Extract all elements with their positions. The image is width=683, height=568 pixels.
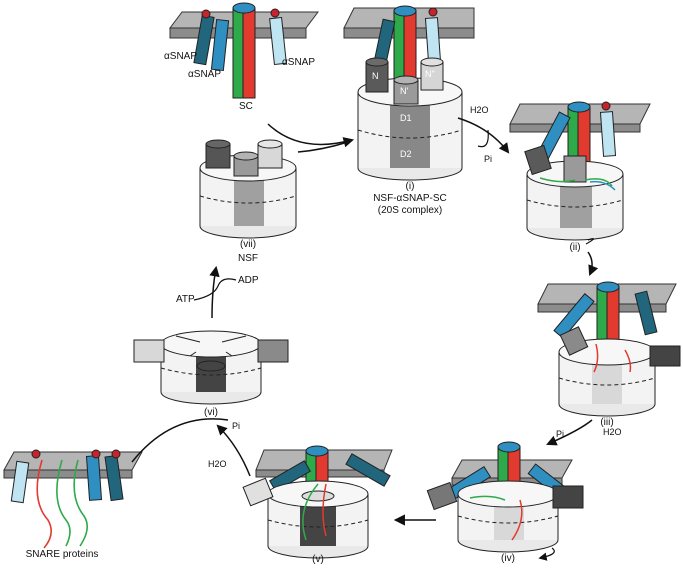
stage-vi bbox=[133, 330, 289, 405]
free-snare-proteins bbox=[3, 449, 143, 549]
stage-vi-label: (vi) bbox=[204, 407, 218, 418]
stage-vii-nsf bbox=[199, 139, 297, 239]
stage-v bbox=[242, 445, 393, 559]
pi-label-i: Pi bbox=[484, 154, 493, 164]
n-dprime-domain-label: N'' bbox=[425, 69, 435, 79]
snap-label-left: αSNAP bbox=[164, 51, 198, 62]
snap-label-middle: αSNAP bbox=[188, 69, 222, 80]
stage-i-label: (i) bbox=[405, 181, 415, 192]
arrow-to-i-from-sc bbox=[267, 123, 355, 148]
h2o-label-iv: H2O bbox=[603, 427, 622, 437]
snap-helix-light bbox=[269, 16, 287, 66]
h2o-label-i: H2O bbox=[470, 105, 489, 115]
stage-i-20s-complex bbox=[343, 5, 475, 181]
complex-name: NSF-αSNAP-SC bbox=[373, 193, 447, 204]
adp-label: ADP bbox=[238, 275, 259, 286]
arrow-vi-to-vii bbox=[209, 265, 220, 319]
nsf-label: NSF bbox=[238, 253, 258, 264]
stage-iv bbox=[426, 441, 584, 553]
stage-iii bbox=[537, 281, 681, 417]
stage-vii-label: (vii) bbox=[239, 239, 257, 250]
snap-helix-blue bbox=[210, 18, 230, 72]
arrow-snares-release bbox=[131, 418, 229, 463]
pi-label-iv: Pi bbox=[556, 429, 565, 439]
membrane-anchor bbox=[201, 9, 211, 19]
h2o-label-vi: H2O bbox=[208, 459, 227, 469]
snare-helix-green bbox=[232, 7, 244, 99]
snare-proteins-label: SNARE proteins bbox=[25, 549, 99, 560]
stage-ii-label: (ii) bbox=[569, 242, 581, 253]
d1-domain-label: D1 bbox=[400, 113, 412, 123]
d2-domain-label: D2 bbox=[400, 149, 412, 159]
stage-ii bbox=[509, 101, 651, 241]
pi-label-vi: Pi bbox=[232, 421, 241, 431]
membrane-anchor bbox=[270, 8, 280, 18]
n-domain-label: N bbox=[372, 71, 379, 81]
cycle-arrows bbox=[131, 117, 599, 561]
snare-helix-red bbox=[242, 7, 256, 99]
sc-label: SC bbox=[239, 101, 253, 112]
arrow-iii-to-iv bbox=[546, 419, 593, 446]
arrow-v-to-vi bbox=[216, 424, 251, 477]
stage-v-label: (v) bbox=[312, 554, 324, 565]
arrow-ii-to-iii bbox=[587, 251, 599, 276]
complex-alt-name: (20S complex) bbox=[377, 205, 443, 216]
snap-label-right: αSNAP bbox=[282, 57, 316, 68]
sc-snap-assembly bbox=[169, 2, 319, 99]
arrow-to-i-from-nsf bbox=[297, 141, 349, 153]
stage-iv-label: (iv) bbox=[501, 553, 515, 564]
atp-label: ATP bbox=[176, 294, 195, 305]
n-prime-domain-label: N' bbox=[400, 86, 409, 96]
stage-iii-label: (iii) bbox=[600, 417, 614, 428]
arrow-i-to-ii bbox=[457, 117, 510, 154]
